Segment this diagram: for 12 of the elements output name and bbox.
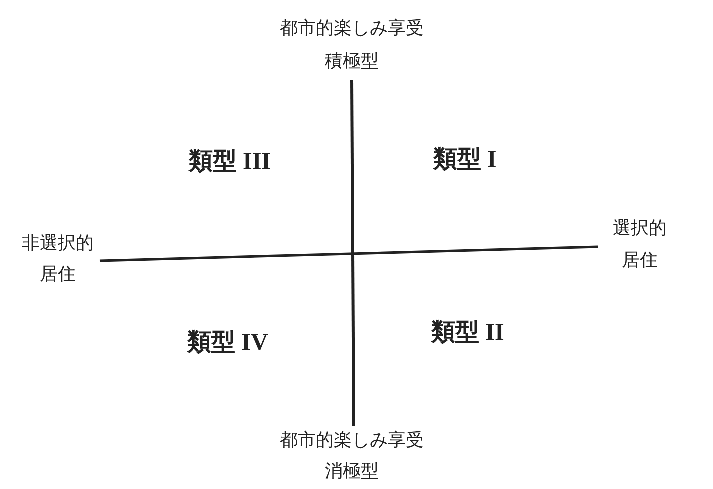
quadrant-label: 類型 II	[432, 321, 504, 345]
axis-label: 非選択的	[22, 234, 94, 252]
axis-label: 積極型	[325, 52, 379, 70]
axis-label: 都市的楽しみ享受	[280, 431, 424, 449]
axis-label: 居住	[40, 265, 76, 283]
quadrant-label: 類型 III	[188, 150, 272, 174]
quadrant-label: 類型 I	[433, 148, 497, 172]
quadrant-label: 類型 IV	[188, 331, 268, 355]
axis-label: 都市的楽しみ享受	[280, 19, 424, 37]
axis-label: 居住	[622, 251, 658, 269]
axis-label: 選択的	[613, 219, 667, 237]
axis-label: 消極型	[325, 462, 379, 480]
